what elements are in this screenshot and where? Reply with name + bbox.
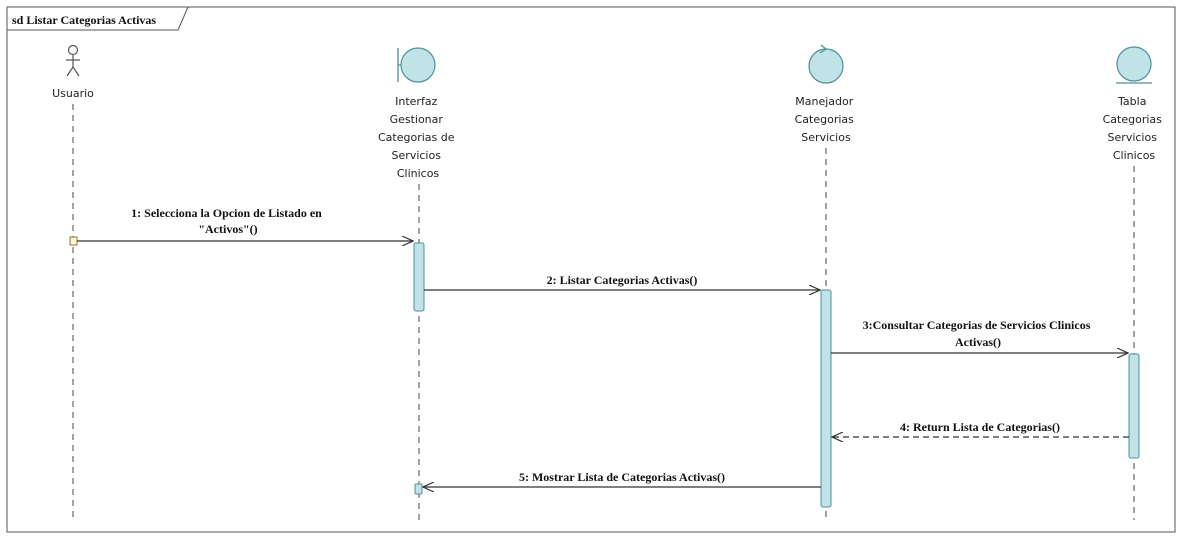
participant-label: Servicios (1108, 131, 1158, 144)
message-label: 2: Listar Categorias Activas() (547, 273, 698, 287)
actor-icon (66, 44, 80, 77)
message-label: 3:Consultar Categorias de Servicios Clin… (863, 318, 1091, 332)
participant-label: Categorias (1103, 113, 1163, 126)
participant-tabla: Tabla Categorias Servicios Clinicos (1103, 46, 1166, 520)
message-label: 1: Selecciona la Opcion de Listado en (131, 206, 322, 220)
diagram-frame: sd Listar Categorias Activas (6, 6, 1176, 533)
message-label: "Activos"() (198, 222, 257, 236)
message-5: 5: Mostrar Lista de Categorias Activas() (423, 470, 821, 487)
svg-text:4: Return Lista de Categorias(: 4: Return Lista de Categorias() (900, 420, 1060, 434)
svg-text:2: Listar Categorias Activas(): 2: Listar Categorias Activas() (547, 273, 698, 287)
boundary-icon (397, 47, 436, 83)
participant-manejador: Manejador Categorias Servicios (795, 44, 858, 520)
participant-label: Categorias de (378, 131, 455, 144)
message-label: 4: Return Lista de Categorias() (900, 420, 1060, 434)
participant-label: Clinicos (1113, 149, 1156, 162)
participant-label: Gestionar (390, 113, 444, 126)
frame-title: sd Listar Categorias Activas (12, 13, 156, 27)
svg-text:Usuario: Usuario (52, 87, 94, 100)
participant-usuario: Usuario (52, 44, 94, 520)
participant-label: Usuario (52, 87, 94, 100)
participant-label: Tabla (1117, 95, 1146, 108)
participant-label: Categorias (795, 113, 855, 126)
activation-bar (820, 289, 832, 508)
participant-interfaz: Interfaz Gestionar Categorias de Servici… (378, 47, 458, 520)
control-icon (808, 44, 844, 84)
participant-label: Manejador (795, 95, 853, 108)
activation-bar (1128, 353, 1140, 459)
svg-text:Tabla Categorias S: Tabla Categorias Servicios Clinicos (1103, 95, 1166, 162)
activation-bar (414, 483, 423, 495)
svg-text:Interfaz Gestionar: Interfaz Gestionar Categorias de Servici… (378, 95, 458, 180)
svg-text:5: Mostrar Lista de Categorias: 5: Mostrar Lista de Categorias Activas() (519, 470, 725, 484)
svg-text:Manejador Categorias: Manejador Categorias Servicios (795, 95, 858, 144)
participant-label: Servicios (801, 131, 851, 144)
participant-label: Servicios (392, 149, 442, 162)
participant-label: Clinicos (397, 167, 440, 180)
svg-text:1: Selecciona la Opcion de Lis: 1: Selecciona la Opcion de Listado en "A… (131, 206, 325, 236)
message-label: 5: Mostrar Lista de Categorias Activas() (519, 470, 725, 484)
activation-bar (413, 242, 425, 312)
participant-label: Interfaz (395, 95, 437, 108)
message-label: Activas() (955, 335, 1001, 349)
message-1: 1: Selecciona la Opcion de Listado en "A… (77, 206, 413, 241)
message-2: 2: Listar Categorias Activas() (424, 273, 820, 290)
entity-icon (1116, 46, 1152, 84)
message-start-marker (69, 236, 78, 246)
message-3: 3:Consultar Categorias de Servicios Clin… (831, 318, 1128, 353)
svg-text:3:Consultar Categorias de Serv: 3:Consultar Categorias de Servicios Clin… (863, 318, 1094, 349)
message-4: 4: Return Lista de Categorias() (832, 420, 1129, 437)
